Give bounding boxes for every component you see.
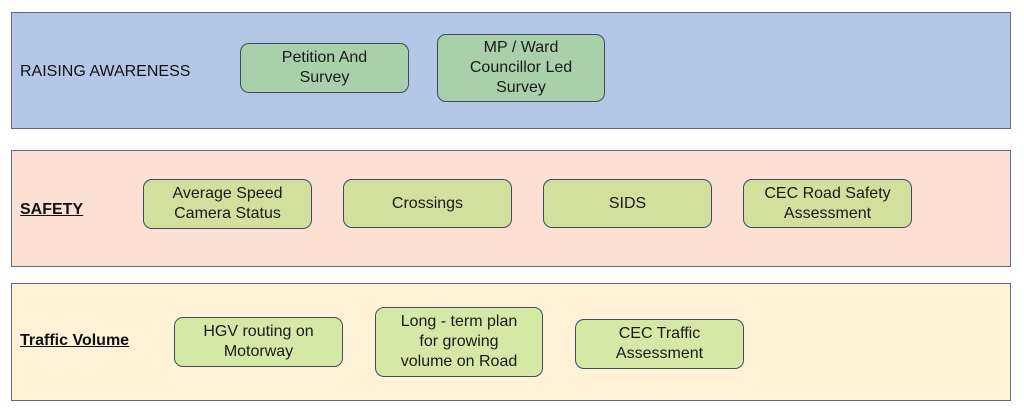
long-term-plan-text: Long - term plan for growing volume on R… bbox=[400, 313, 518, 370]
sids-text: SIDS bbox=[608, 194, 647, 212]
average-speed-camera-text: Average Speed Camera Status bbox=[172, 185, 283, 222]
safety-label: SAFETY bbox=[20, 201, 84, 218]
traffic-volume-label: Traffic Volume bbox=[20, 332, 130, 349]
hgv-routing-text: HGV routing on Motorway bbox=[203, 323, 314, 360]
mp-ward-councillor-survey-text: MP / Ward Councillor Led Survey bbox=[469, 39, 573, 96]
cec-road-safety-node[interactable]: CEC Road Safety Assessment bbox=[743, 179, 912, 228]
petition-and-survey-node[interactable]: Petition And Survey bbox=[240, 43, 409, 93]
sids-node[interactable]: SIDS bbox=[543, 179, 712, 228]
cec-traffic-assessment-text: CEC Traffic Assessment bbox=[615, 325, 704, 362]
raising-awareness-label: RAISING AWARENESS bbox=[20, 63, 191, 80]
crossings-node[interactable]: Crossings bbox=[343, 179, 512, 228]
hgv-routing-node[interactable]: HGV routing on Motorway bbox=[174, 317, 343, 367]
average-speed-camera-node[interactable]: Average Speed Camera Status bbox=[143, 179, 312, 229]
cec-traffic-assessment-node[interactable]: CEC Traffic Assessment bbox=[575, 319, 744, 369]
petition-and-survey-text: Petition And Survey bbox=[281, 49, 368, 86]
mp-ward-councillor-survey-node[interactable]: MP / Ward Councillor Led Survey bbox=[437, 34, 605, 102]
long-term-plan-node[interactable]: Long - term plan for growing volume on R… bbox=[375, 307, 543, 377]
crossings-text: Crossings bbox=[391, 194, 464, 212]
cec-road-safety-text: CEC Road Safety Assessment bbox=[764, 184, 891, 222]
